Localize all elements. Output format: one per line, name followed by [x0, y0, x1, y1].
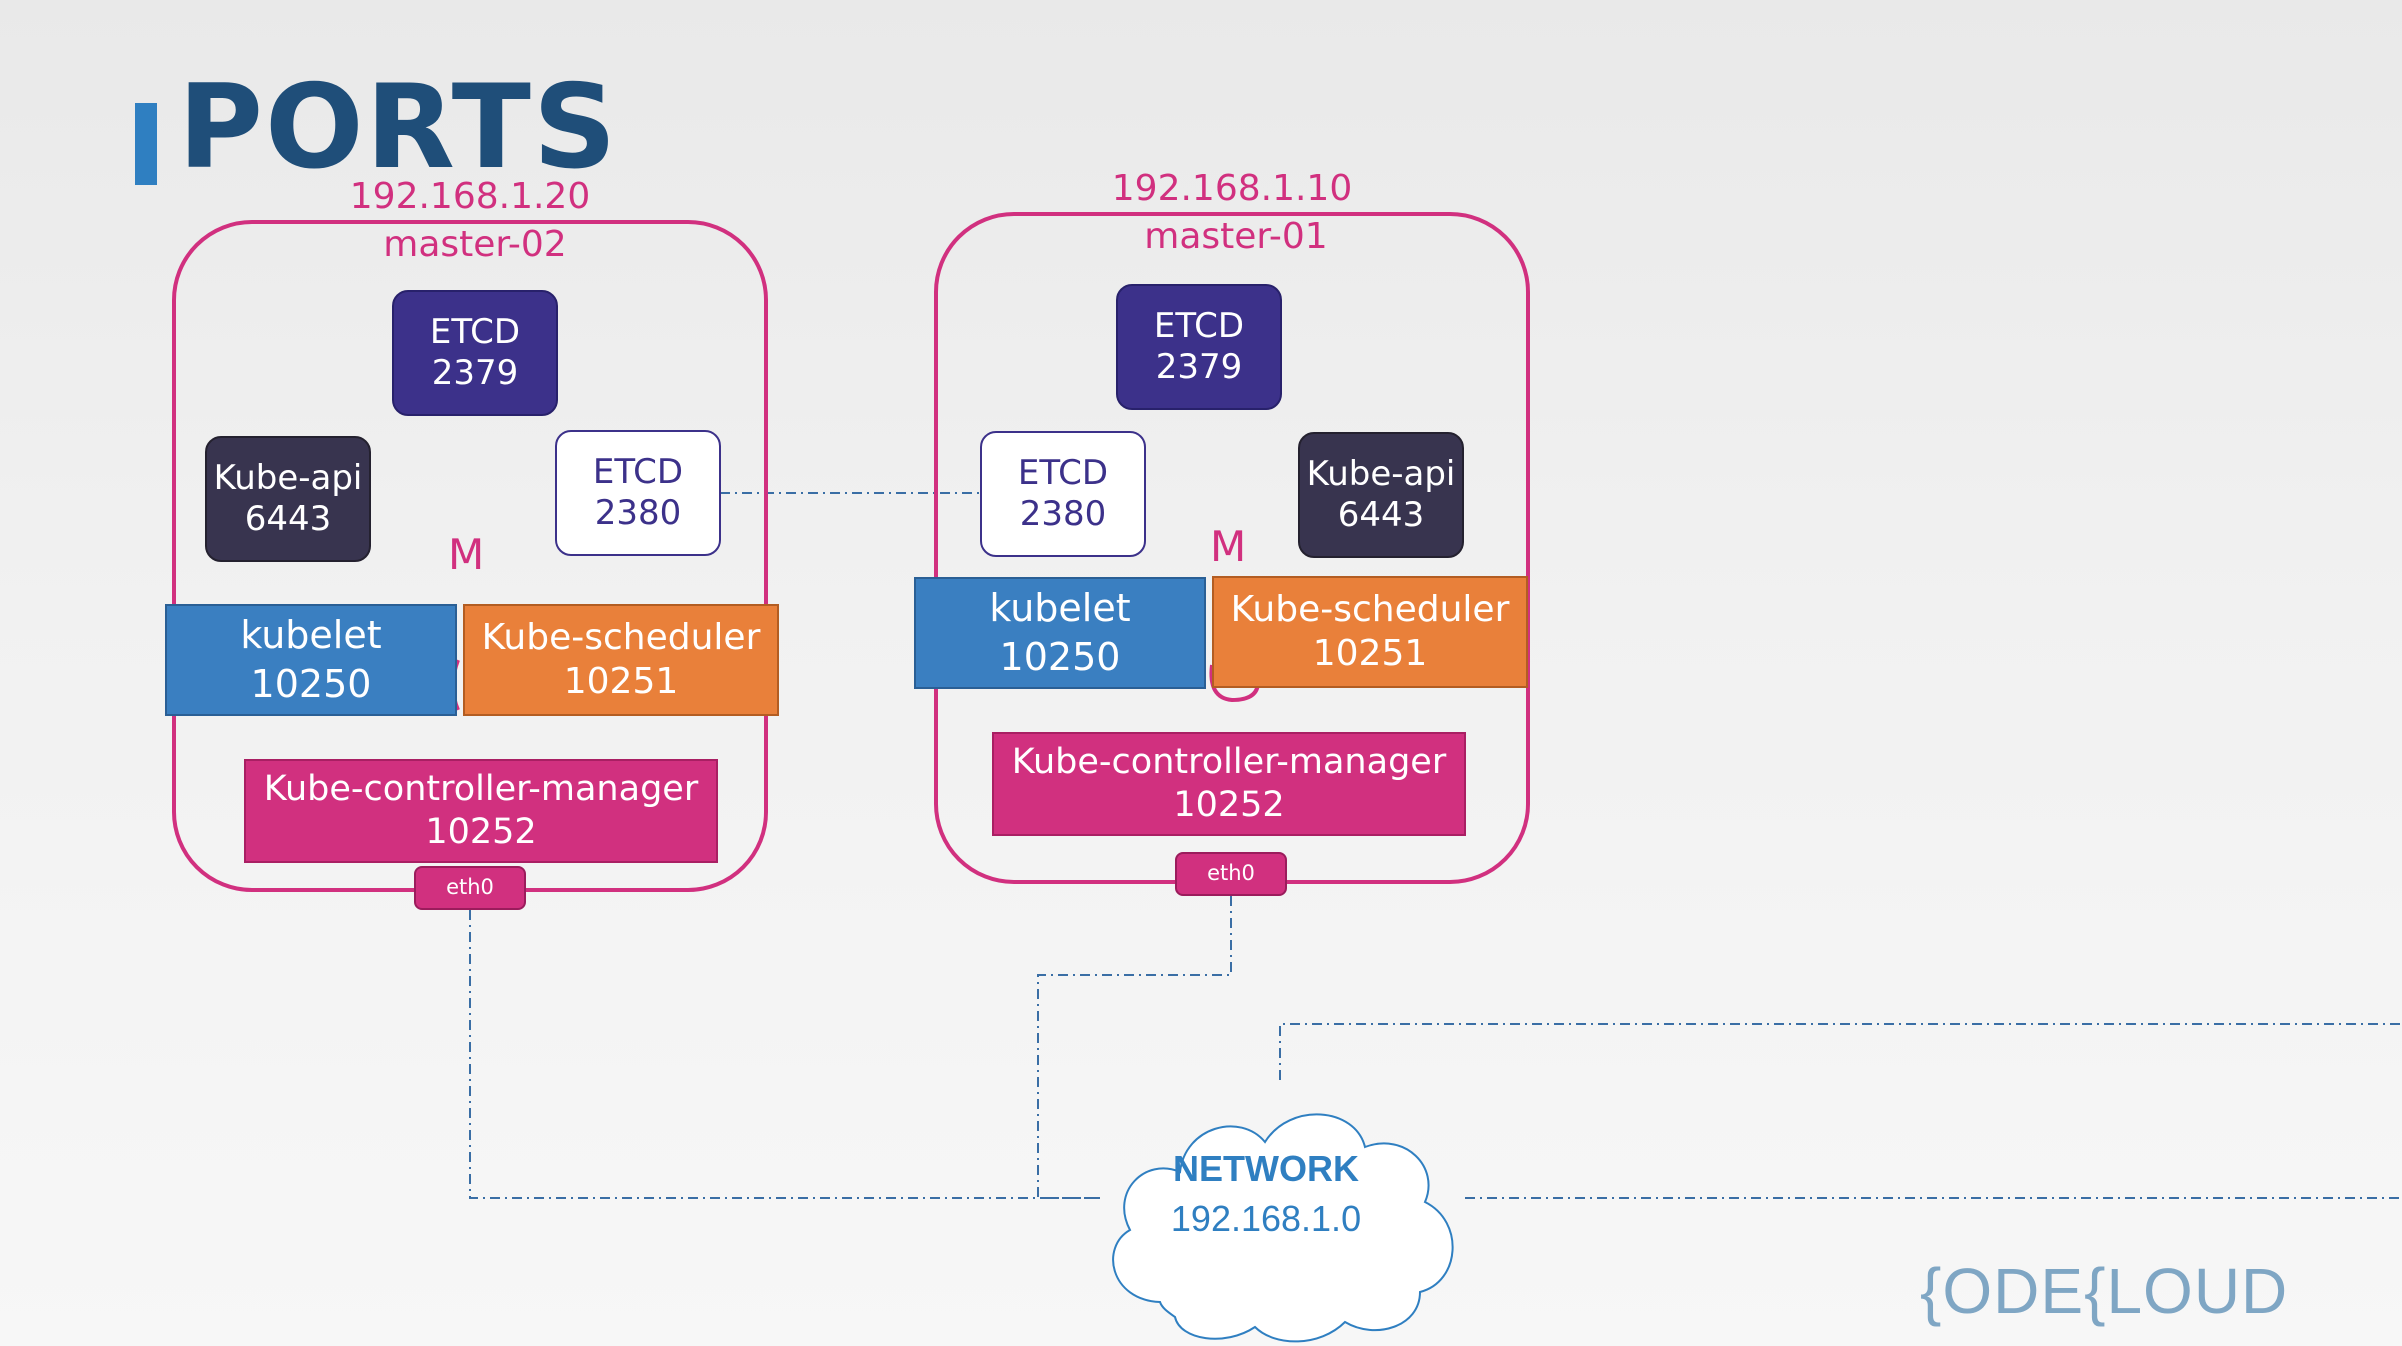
master01-network-link — [1037, 896, 1232, 1199]
master-02-marker: M — [448, 530, 485, 579]
master-02-etcd-client-name: ETCD — [429, 311, 521, 352]
master-02-eth0: eth0 — [414, 866, 526, 910]
master-01-controller-manager: Kube-controller-manager 10252 — [992, 732, 1466, 836]
kodekloud-logo: {ODE{LOUD — [1920, 1254, 2288, 1328]
master-01-scheduler-port: 10251 — [1312, 633, 1428, 674]
master-01-marker: M — [1210, 522, 1247, 571]
master-02-ip: 192.168.1.20 — [349, 176, 591, 217]
master-01-etcd-client-port: 2379 — [1155, 347, 1243, 387]
logo-brace-icon-2: { — [2084, 1255, 2107, 1327]
logo-brace-icon: { — [1920, 1255, 1943, 1327]
master-02-kubelet: kubelet 10250 — [165, 604, 457, 716]
master-01-kube-api: Kube-api 6443 — [1298, 432, 1464, 558]
master-01-scheduler: Kube-scheduler 10251 — [1212, 576, 1528, 688]
master-01-etcd-client: ETCD 2379 — [1116, 284, 1282, 410]
master-02-etcd-peer: ETCD 2380 — [555, 430, 721, 556]
master-02-kube-api-name: Kube-api — [213, 457, 363, 498]
master-01-etcd-peer-port: 2380 — [1019, 494, 1107, 534]
title-accent-bar — [135, 103, 157, 185]
master-02-etcd-client-port: 2379 — [431, 353, 519, 393]
master-02-etcd-client: ETCD 2379 — [392, 290, 558, 416]
master-01-kubelet-port: 10250 — [999, 635, 1121, 679]
master-02-etcd-peer-name: ETCD — [592, 451, 684, 492]
master-01-name: master-01 — [1144, 216, 1328, 257]
master-02-etcd-peer-port: 2380 — [594, 493, 682, 533]
logo-part-1: ODE — [1942, 1255, 2085, 1327]
master-01-kube-api-name: Kube-api — [1306, 453, 1456, 494]
network-cidr: 192.168.1.0 — [1170, 1198, 1362, 1239]
master-01-kubelet-name: kubelet — [989, 585, 1131, 630]
network-cloud-icon — [1112, 1113, 1454, 1343]
master-01-kubelet: kubelet 10250 — [914, 577, 1206, 689]
master-02-controller-manager: Kube-controller-manager 10252 — [244, 759, 718, 863]
master-02-name: master-02 — [383, 224, 567, 265]
master-01-etcd-peer-name: ETCD — [1017, 452, 1109, 493]
master-02-controller-name: Kube-controller-manager — [263, 769, 699, 810]
master-01-kube-api-port: 6443 — [1337, 495, 1425, 535]
master-02-scheduler-port: 10251 — [563, 661, 679, 702]
master-01-controller-name: Kube-controller-manager — [1011, 742, 1447, 783]
master-01-etcd-peer: ETCD 2380 — [980, 431, 1146, 557]
master-02-kube-api-port: 6443 — [244, 499, 332, 539]
network-label: NETWORK — [1173, 1148, 1359, 1189]
logo-part-2: LOUD — [2106, 1255, 2289, 1327]
master-02-scheduler: Kube-scheduler 10251 — [463, 604, 779, 716]
master-02-controller-port: 10252 — [425, 812, 537, 852]
master-02-kubelet-port: 10250 — [250, 662, 372, 706]
master-02-kube-api: Kube-api 6443 — [205, 436, 371, 562]
master-02-scheduler-name: Kube-scheduler — [481, 617, 761, 659]
master-01-scheduler-name: Kube-scheduler — [1230, 589, 1510, 631]
master02-network-link — [469, 910, 1100, 1199]
master-01-eth0: eth0 — [1175, 852, 1287, 896]
slide-title: PORTS — [178, 60, 619, 195]
master-01-etcd-client-name: ETCD — [1153, 305, 1245, 346]
master-01-controller-port: 10252 — [1173, 785, 1285, 825]
master-02-kubelet-name: kubelet — [240, 612, 382, 657]
master-01-ip: 192.168.1.10 — [1111, 168, 1353, 209]
